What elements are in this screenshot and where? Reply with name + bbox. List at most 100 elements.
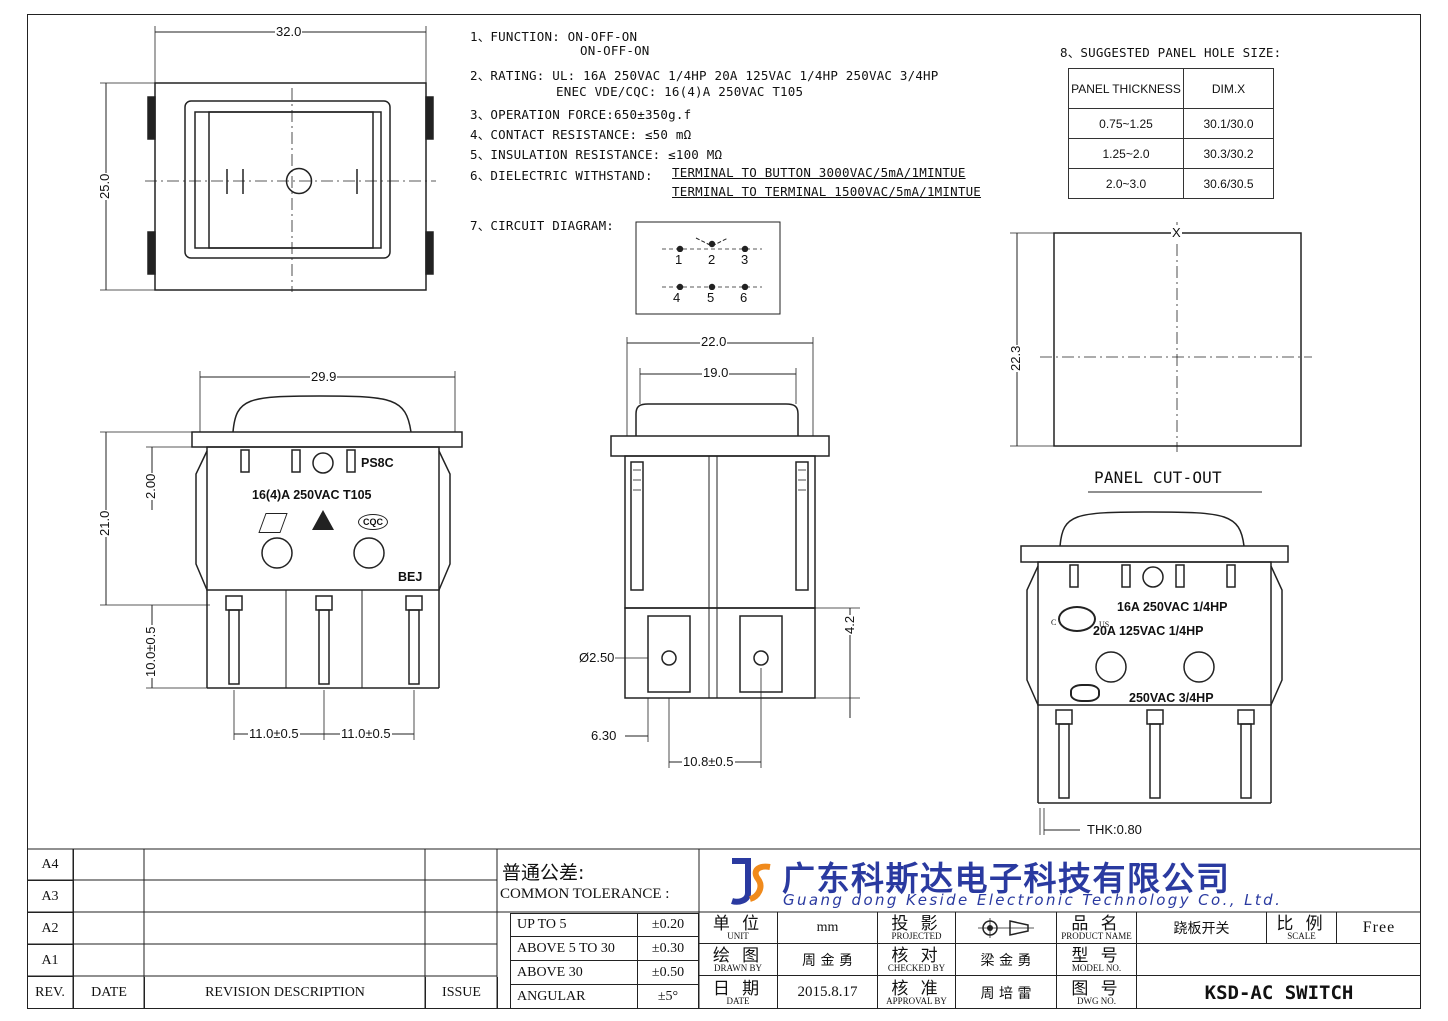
model-value [1137, 944, 1421, 976]
rev-a1: A1 [27, 945, 74, 977]
panel-cutout-label: PANEL CUT-OUT [1094, 468, 1222, 487]
dim-32: 32.0 [275, 24, 303, 39]
mark-ul1: 16A 250VAC 1/4HP [1117, 600, 1228, 614]
name-en: PRODUCT NAME [1061, 930, 1132, 941]
name-cn: 品 名 [1071, 913, 1122, 933]
dim-25: 25.0 [97, 172, 112, 200]
mark-ul2: 20A 125VAC 1/4HP [1093, 624, 1204, 638]
cell: 1.25~2.0 [1068, 138, 1184, 169]
pin-1: 1 [674, 252, 684, 267]
th-thickness: PANEL THICKNESS [1068, 68, 1184, 109]
spec-function: 1、FUNCTION: ON-OFF-ON [470, 29, 638, 44]
tol-en: COMMON TOLERANCE : [500, 886, 670, 902]
mark-ul3: 250VAC 3/4HP [1129, 691, 1214, 705]
spec-circuit: 7、CIRCUIT DIAGRAM: [470, 218, 615, 233]
pin-4: 4 [672, 290, 682, 305]
cell: 0.75~1.25 [1068, 108, 1184, 139]
projection-symbol-icon [956, 912, 1057, 944]
approval-cn: 核 准 [891, 978, 942, 998]
date-cn: 日 期 [712, 978, 764, 998]
front-view [100, 371, 463, 740]
model-en: MODEL NO. [1071, 962, 1122, 973]
rev-a3: A3 [27, 881, 74, 913]
desc-header: REVISION DESCRIPTION [145, 977, 426, 1009]
tol-r1: UP TO 5 [510, 913, 638, 937]
spec-force: 3、OPERATION FORCE:650±350g.f [470, 107, 692, 122]
proj-en: PROJECTED [891, 930, 942, 941]
proj-cn: 投 影 [891, 913, 942, 933]
dim-10: 10.0±0.5 [143, 625, 158, 678]
date-value: 2015.8.17 [778, 976, 878, 1009]
drawn-cn: 绘 图 [712, 945, 764, 965]
tol-r4: ANGULAR [510, 985, 638, 1009]
scale-en: SCALE [1287, 930, 1316, 941]
spec-rating: 2、RATING: UL: 16A 250VAC 1/4HP 20A 125VA… [470, 68, 939, 83]
cell: 30.6/30.5 [1183, 168, 1274, 199]
ul-view [1020, 511, 1289, 835]
unit-cn: 单 位 [712, 913, 764, 933]
model-cn: 型 号 [1071, 945, 1122, 965]
date-en: DATE [726, 995, 750, 1006]
scale-value: Free [1337, 912, 1421, 944]
cell: 30.3/30.2 [1183, 138, 1274, 169]
spec-function-2: ON-OFF-ON [580, 43, 650, 58]
unit-value: mm [778, 912, 878, 944]
drawn-value: 周 金 勇 [778, 944, 878, 976]
mark-bej: BEJ [398, 570, 423, 584]
tol-r2v: ±0.30 [638, 937, 699, 961]
rev-header: REV. [27, 977, 74, 1009]
name-value: 跷板开关 [1137, 912, 1267, 944]
ul-us: US [1099, 620, 1110, 629]
dim-thk: THK:0.80 [1086, 822, 1143, 837]
ur-logo-icon [1070, 684, 1100, 702]
rev-a2: A2 [27, 913, 74, 945]
spec-insulation: 5、INSULATION RESISTANCE: ≤100 MΩ [470, 147, 723, 162]
cell: 2.0~3.0 [1068, 168, 1184, 199]
tol-r3: ABOVE 30 [510, 961, 638, 985]
scale-cn: 比 例 [1276, 913, 1327, 933]
pin-3: 3 [740, 252, 750, 267]
sheet-border [27, 14, 1421, 1009]
spec-dielectric-a: TERMINAL TO BUTTON 3000VAC/5mA/1MINTUE [672, 165, 966, 180]
company-name-cn: 广东科斯达电子科技有限公司 [782, 859, 1231, 898]
pin-2: 2 [707, 252, 717, 267]
dim-63: 6.30 [590, 728, 618, 743]
spec-contact: 4、CONTACT RESISTANCE: ≤50 mΩ [470, 127, 692, 142]
issue-header: ISSUE [426, 977, 498, 1009]
date-header: DATE [74, 977, 145, 1009]
company-logo-icon [731, 858, 771, 905]
th-dimx: DIM.X [1183, 68, 1274, 109]
checked-en: CHECKED BY [887, 962, 946, 973]
side-view [598, 337, 860, 768]
spec-panel-hole: 8、SUGGESTED PANEL HOLE SIZE: [1060, 45, 1282, 60]
drawn-en: DRAWN BY [713, 962, 763, 973]
dwg-en: DWG NO. [1077, 995, 1116, 1006]
mark-rating: 16(4)A 250VAC T105 [252, 488, 372, 502]
cell: 30.1/30.0 [1183, 108, 1274, 139]
dim-2: 2.00 [143, 472, 158, 500]
dim-pitch-a: 11.0±0.5 [248, 726, 300, 741]
dim-223: 22.3 [1008, 344, 1023, 372]
top-view [100, 26, 436, 292]
approval-en: APPROVAL BY [886, 995, 947, 1006]
dim-29: 29.9 [310, 369, 338, 384]
dwg-value: KSD-AC SWITCH [1204, 981, 1354, 1004]
tol-cn: 普通公差: [502, 862, 585, 884]
approval-value: 周 培 雷 [956, 976, 1057, 1009]
dwg-cn: 图 号 [1071, 978, 1122, 998]
mark-ps8c: PS8C [361, 456, 394, 470]
dim-19: 19.0 [702, 365, 730, 380]
tol-r3v: ±0.50 [638, 961, 699, 985]
spec-dielectric-b: TERMINAL TO TERMINAL 1500VAC/5mA/1MINTUE [672, 184, 982, 199]
dim-x: X [1171, 225, 1182, 240]
